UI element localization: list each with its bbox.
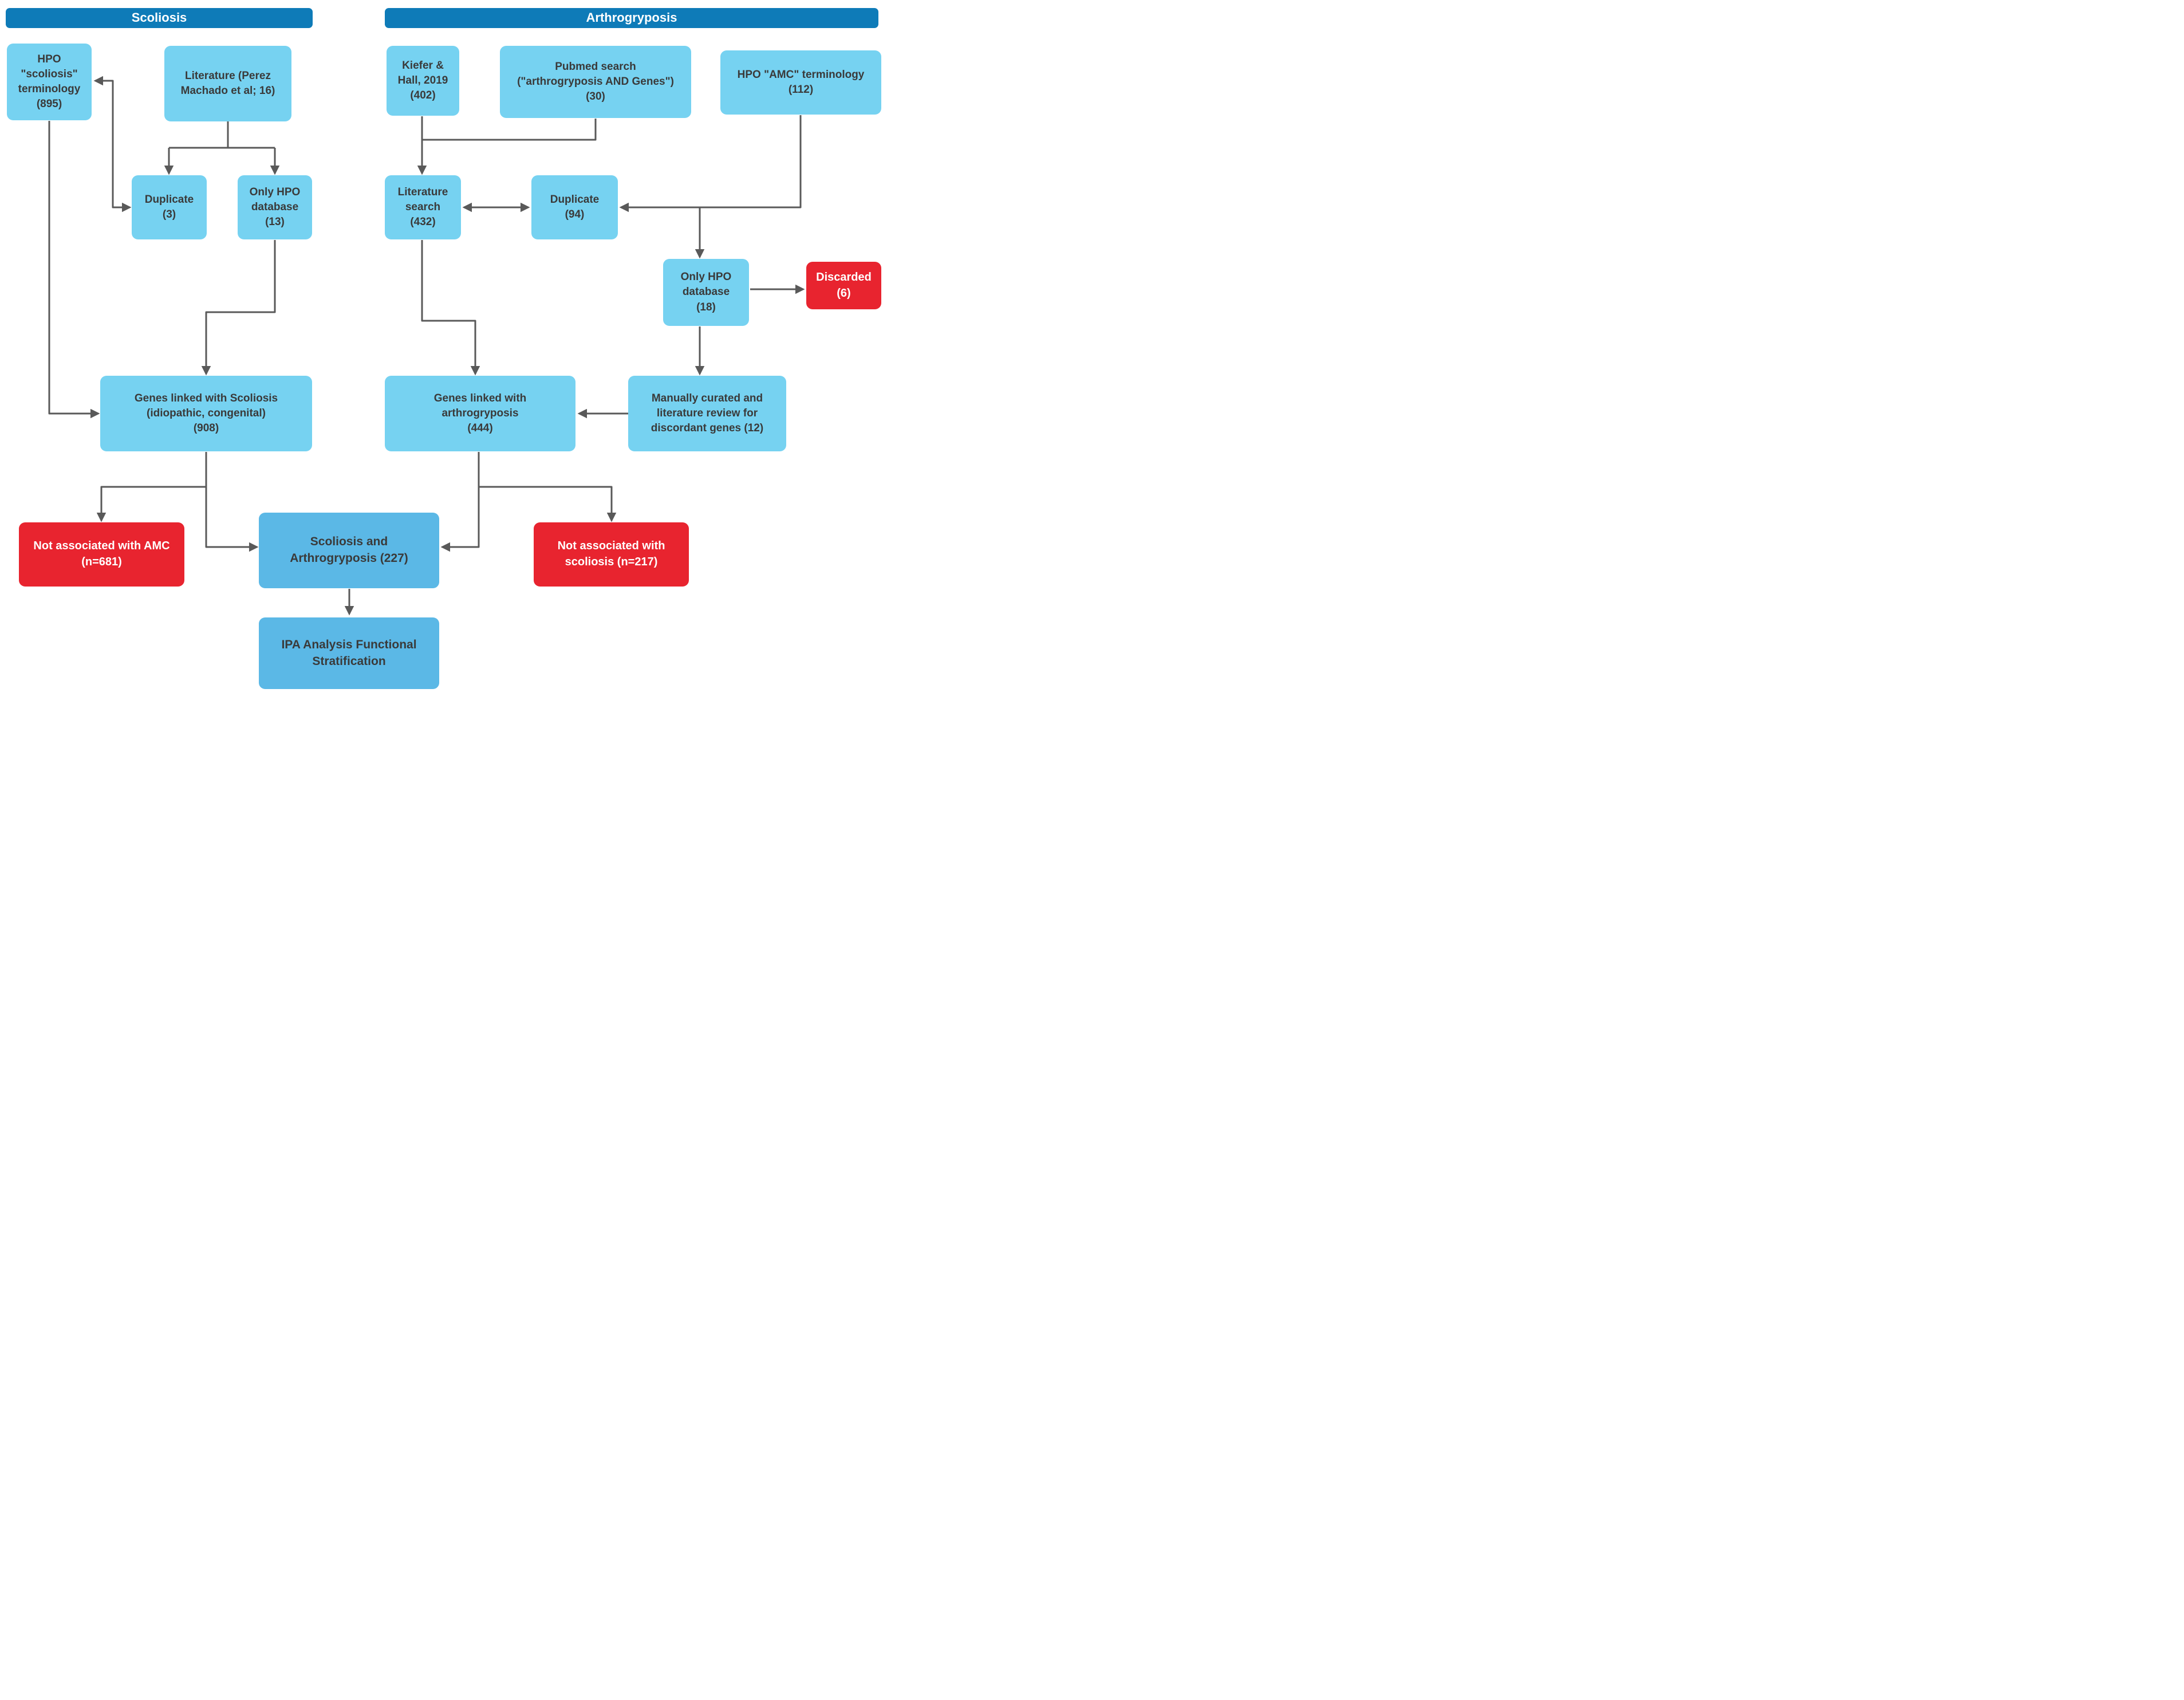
arrow-hpoamc-to-duplicate94 (619, 115, 802, 213)
node-hpo-amc-terminology: HPO "AMC" terminology (112) (720, 50, 881, 115)
node-literature-search-432-label: Literature search (432) (397, 186, 448, 229)
node-not-associated-amc-label: Not associated with AMC (n=681) (33, 540, 170, 568)
arrow-pubmed-join (422, 119, 597, 141)
node-duplicate-94-label: Duplicate (94) (550, 193, 600, 221)
node-literature-search-432: Literature search (432) (385, 175, 461, 239)
connector-layer (48, 76, 805, 616)
node-literature-perez-machado: Literature (Perez Machado et al; 16) (164, 46, 291, 121)
arrow-genesarthro-to-notscoliosis (478, 452, 617, 522)
node-discarded-6-label: Discarded (6) (816, 270, 872, 300)
node-genes-linked-arthrogryposis: Genes linked with arthrogryposis (444) (385, 376, 575, 451)
node-kiefer-hall-2019-label: Kiefer & Hall, 2019 (402) (397, 59, 448, 102)
arrow-hposcoliosis-to-genesscoliosis (48, 121, 100, 419)
node-manually-curated-review-label: Manually curated and literature review f… (651, 392, 764, 435)
node-duplicate-94: Duplicate (94) (531, 175, 618, 239)
node-genes-linked-scoliosis: Genes linked with Scoliosis (idiopathic,… (100, 376, 312, 451)
arrow-litsearch-to-genesarthro (421, 240, 480, 376)
arrow-genesscoliosis-to-notamc (96, 452, 207, 522)
arrow-onlyhpo13-to-genesscoliosis (201, 240, 276, 376)
node-discarded-6: Discarded (6) (806, 262, 881, 309)
node-genes-linked-arthrogryposis-label: Genes linked with arthrogryposis (444) (433, 392, 527, 435)
flowchart-canvas: Scoliosis Arthrogryposis HPO "scoliosis"… (0, 0, 885, 689)
node-only-hpo-database-18-label: Only HPO database (18) (680, 271, 732, 313)
arrow-genesarthro-to-scoliosisarthro (440, 487, 480, 552)
node-ipa-analysis-label: IPA Analysis Functional Stratification (281, 638, 417, 668)
node-not-associated-scoliosis-label: Not associated with scoliosis (n=217) (557, 540, 665, 568)
node-hpo-scoliosis-terminology-label: HPO "scoliosis" terminology (895) (18, 53, 81, 111)
header-scoliosis: Scoliosis (6, 8, 313, 28)
node-only-hpo-database-13: Only HPO database (13) (238, 175, 312, 239)
node-pubmed-search-label: Pubmed search ("arthrogryposis AND Genes… (517, 60, 674, 103)
node-only-hpo-database-18: Only HPO database (18) (663, 259, 749, 326)
node-ipa-analysis: IPA Analysis Functional Stratification (259, 617, 439, 689)
arrow-hposcoliosis-duplicate3-bidirectional (93, 76, 132, 213)
node-not-associated-amc: Not associated with AMC (n=681) (19, 522, 184, 587)
node-literature-perez-machado-label: Literature (Perez Machado et al; 16) (180, 69, 275, 97)
node-scoliosis-and-arthrogryposis: Scoliosis and Arthrogryposis (227) (259, 513, 439, 588)
node-not-associated-scoliosis: Not associated with scoliosis (n=217) (534, 522, 689, 587)
header-arthrogryposis: Arthrogryposis (385, 8, 878, 28)
node-pubmed-search: Pubmed search ("arthrogryposis AND Genes… (500, 46, 691, 118)
node-genes-linked-scoliosis-label: Genes linked with Scoliosis (idiopathic,… (134, 392, 278, 435)
node-scoliosis-and-arthrogryposis-label: Scoliosis and Arthrogryposis (227) (290, 535, 408, 565)
header-arthrogryposis-label: Arthrogryposis (586, 10, 677, 25)
node-kiefer-hall-2019: Kiefer & Hall, 2019 (402) (387, 46, 459, 116)
node-duplicate-3: Duplicate (3) (132, 175, 207, 239)
node-hpo-amc-terminology-label: HPO "AMC" terminology (112) (737, 68, 865, 96)
node-duplicate-3-label: Duplicate (3) (144, 193, 194, 221)
arrow-genesscoliosis-to-scoliosisarthro (205, 487, 259, 552)
node-hpo-scoliosis-terminology: HPO "scoliosis" terminology (895) (7, 44, 92, 120)
header-scoliosis-label: Scoliosis (131, 10, 187, 25)
node-only-hpo-database-13-label: Only HPO database (13) (249, 186, 301, 229)
node-manually-curated-review: Manually curated and literature review f… (628, 376, 786, 451)
